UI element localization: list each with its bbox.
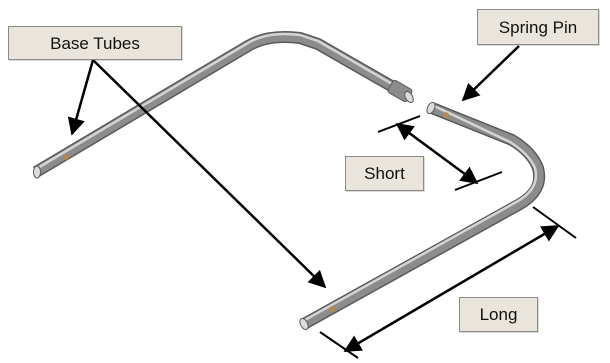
base-tubes-label: Base Tubes <box>8 26 182 60</box>
tube-open-end <box>404 91 414 103</box>
tube-open-end <box>299 317 309 331</box>
short-label: Short <box>345 156 424 191</box>
spring-pin-dot <box>329 306 335 312</box>
upper-base-tube <box>32 31 414 179</box>
long-label: Long <box>459 297 538 332</box>
spring-pin-dot <box>443 112 449 118</box>
long-dimension <box>319 206 577 359</box>
spring-pin-label: Spring Pin <box>477 9 599 45</box>
spring-pin-dot <box>63 154 69 160</box>
base-tubes-arrow-lower <box>92 59 327 289</box>
short-dimension <box>377 115 503 191</box>
tube-open-end <box>33 165 41 179</box>
tube-open-end <box>426 101 436 115</box>
spring-pin-arrow <box>461 45 520 102</box>
base-tubes-arrow-upper <box>67 59 95 136</box>
lower-base-tube <box>299 101 546 331</box>
